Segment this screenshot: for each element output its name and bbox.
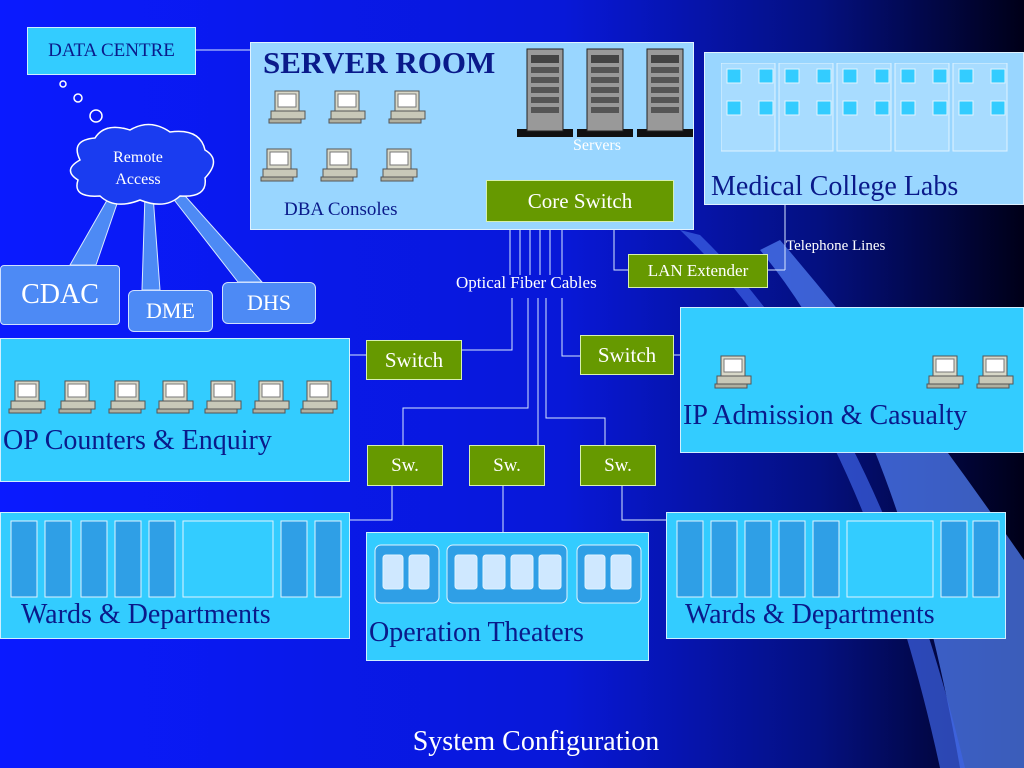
ip-admission-label: IP Admission & Casualty xyxy=(683,400,968,431)
lan-extender: LAN Extender xyxy=(628,254,768,288)
lan-extender-label: LAN Extender xyxy=(647,261,749,280)
op-counter-computer-icons xyxy=(8,380,338,414)
dhs-label: DHS xyxy=(246,290,291,315)
operation-theaters-label: Operation Theaters xyxy=(369,617,584,648)
medical-college-labs-label: Medical College Labs xyxy=(711,171,959,202)
wards-right-box: Wards & Departments xyxy=(666,512,1006,639)
cdac-label: CDAC xyxy=(21,279,99,310)
telephone-lines-label: Telephone Lines xyxy=(786,238,886,254)
dba-console-computer-icons xyxy=(260,90,426,182)
data-centre-label: DATA CENTRE xyxy=(48,40,175,61)
dba-consoles-label: DBA Consoles xyxy=(284,199,398,220)
sw-box-3: Sw. xyxy=(580,445,656,486)
dhs-box: DHS xyxy=(222,282,316,324)
sw-box-1-label: Sw. xyxy=(391,454,419,476)
sw-box-2: Sw. xyxy=(469,445,545,486)
remote-access-label: Remote Access xyxy=(113,149,163,188)
wards-left-bed-blocks xyxy=(10,520,342,598)
operation-theaters-box: Operation Theaters xyxy=(366,532,649,661)
ip-admission-box: IP Admission & Casualty xyxy=(680,307,1024,453)
servers-label: Servers xyxy=(573,137,621,154)
core-switch-label: Core Switch xyxy=(527,188,633,213)
core-switch: Core Switch xyxy=(486,180,674,222)
data-centre-box: DATA CENTRE xyxy=(27,27,196,75)
sw-box-1: Sw. xyxy=(367,445,443,486)
slide-title: System Configuration xyxy=(412,726,660,757)
server-rack-icons xyxy=(513,47,693,139)
dme-label: DME xyxy=(146,298,195,323)
ip-admission-computer-icons xyxy=(714,355,1014,389)
remote-access-cloud xyxy=(69,123,215,205)
sw-box-2-label: Sw. xyxy=(493,454,521,476)
sw-box-3-label: Sw. xyxy=(604,454,632,476)
op-counters-box: OP Counters & Enquiry xyxy=(0,338,350,482)
op-counters-label: OP Counters & Enquiry xyxy=(3,425,272,456)
lab-computer-grid xyxy=(721,63,1008,152)
switch-right: Switch xyxy=(580,335,674,375)
cdac-box: CDAC xyxy=(0,265,120,325)
switch-right-label: Switch xyxy=(597,342,657,367)
wards-right-bed-blocks xyxy=(676,520,1000,598)
switch-left-label: Switch xyxy=(384,347,444,372)
server-tower-icon xyxy=(517,48,693,137)
operation-theater-rooms xyxy=(374,544,642,604)
dme-box: DME xyxy=(128,290,213,332)
wards-left-box: Wards & Departments xyxy=(0,512,350,639)
optical-fiber-label: Optical Fiber Cables xyxy=(456,273,597,292)
wards-left-label: Wards & Departments xyxy=(21,599,271,630)
wards-right-label: Wards & Departments xyxy=(685,599,935,630)
server-room-title: SERVER ROOM xyxy=(263,45,496,80)
switch-left: Switch xyxy=(366,340,462,380)
medical-college-labs-box: Medical College Labs xyxy=(704,52,1024,205)
